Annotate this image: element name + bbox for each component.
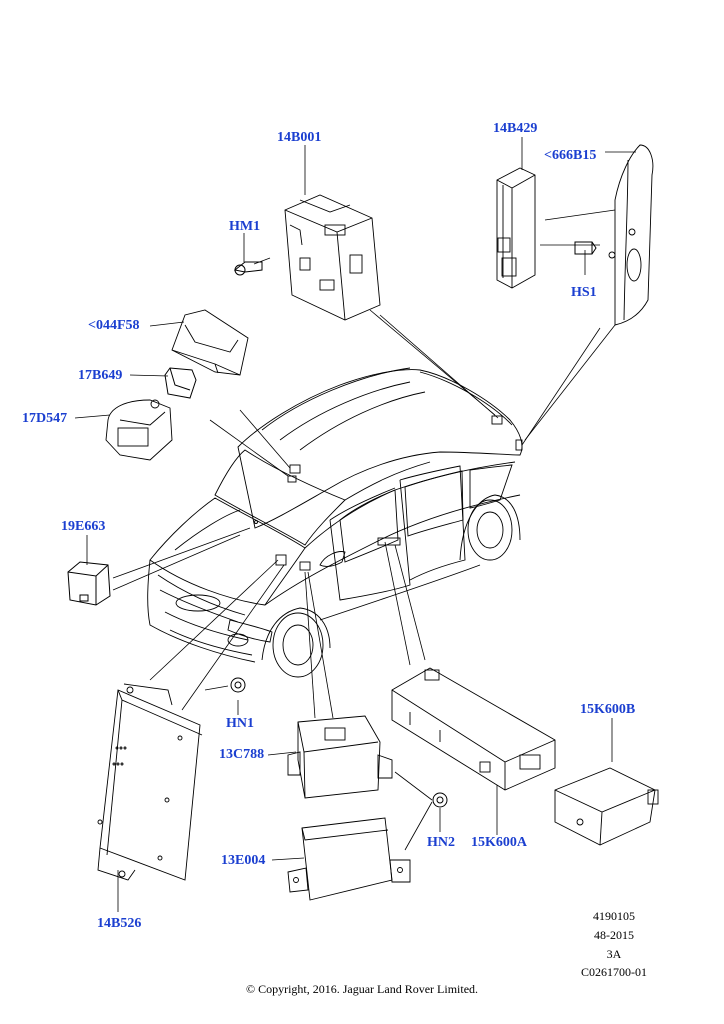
callout-17d547[interactable]: 17D547: [22, 411, 68, 426]
callout-14b526[interactable]: 14B526: [97, 916, 142, 931]
part-hn1-nut: [230, 677, 246, 693]
callout-hm1[interactable]: HM1: [229, 219, 261, 234]
callout-hn1[interactable]: HN1: [226, 716, 254, 731]
callout-19e663[interactable]: 19E663: [61, 519, 106, 534]
callout-hs1[interactable]: HS1: [571, 285, 597, 300]
callout-17b649[interactable]: 17B649: [78, 368, 123, 383]
leader-lines: [74, 137, 636, 912]
callout-666b15[interactable]: <666B15: [544, 148, 597, 163]
callout-hn2[interactable]: HN2: [427, 835, 455, 850]
part-666b15-panel: [608, 144, 654, 326]
part-19e663-switch: [67, 561, 111, 606]
callout-15k600b[interactable]: 15K600B: [580, 702, 636, 717]
part-14b001-module: [284, 194, 381, 321]
part-13e004-module: [287, 817, 411, 901]
part-hs1-clip: [574, 241, 597, 255]
part-15k600b-module: [554, 767, 659, 846]
callout-13e004[interactable]: 13E004: [221, 853, 266, 868]
part-17d547-camera: [105, 399, 173, 461]
part-17b649-sensor: [164, 367, 197, 399]
callout-15k600a[interactable]: 15K600A: [471, 835, 527, 850]
part-15k600a-module: [391, 667, 556, 791]
part-14b526-module: [97, 683, 203, 881]
date-code: 48-2015: [594, 928, 634, 942]
part-hn2-nut: [432, 792, 448, 808]
copyright-notice: © Copyright, 2016. Jaguar Land Rover Lim…: [245, 982, 479, 996]
reference-number: 4190105: [593, 909, 635, 923]
vehicle-outline: [147, 367, 523, 678]
revision-code: 3A: [606, 947, 622, 961]
callout-044f58[interactable]: <044F58: [88, 318, 140, 333]
illustration-id: C0261700-01: [581, 965, 647, 979]
callout-13c788[interactable]: 13C788: [219, 747, 265, 762]
callout-14b429[interactable]: 14B429: [493, 121, 538, 136]
part-hm1-screw: [233, 261, 263, 276]
part-044f58-housing: [171, 309, 249, 376]
part-14b429-module: [496, 167, 536, 289]
part-13c788-module: [287, 715, 393, 799]
callout-14b001[interactable]: 14B001: [277, 130, 322, 145]
